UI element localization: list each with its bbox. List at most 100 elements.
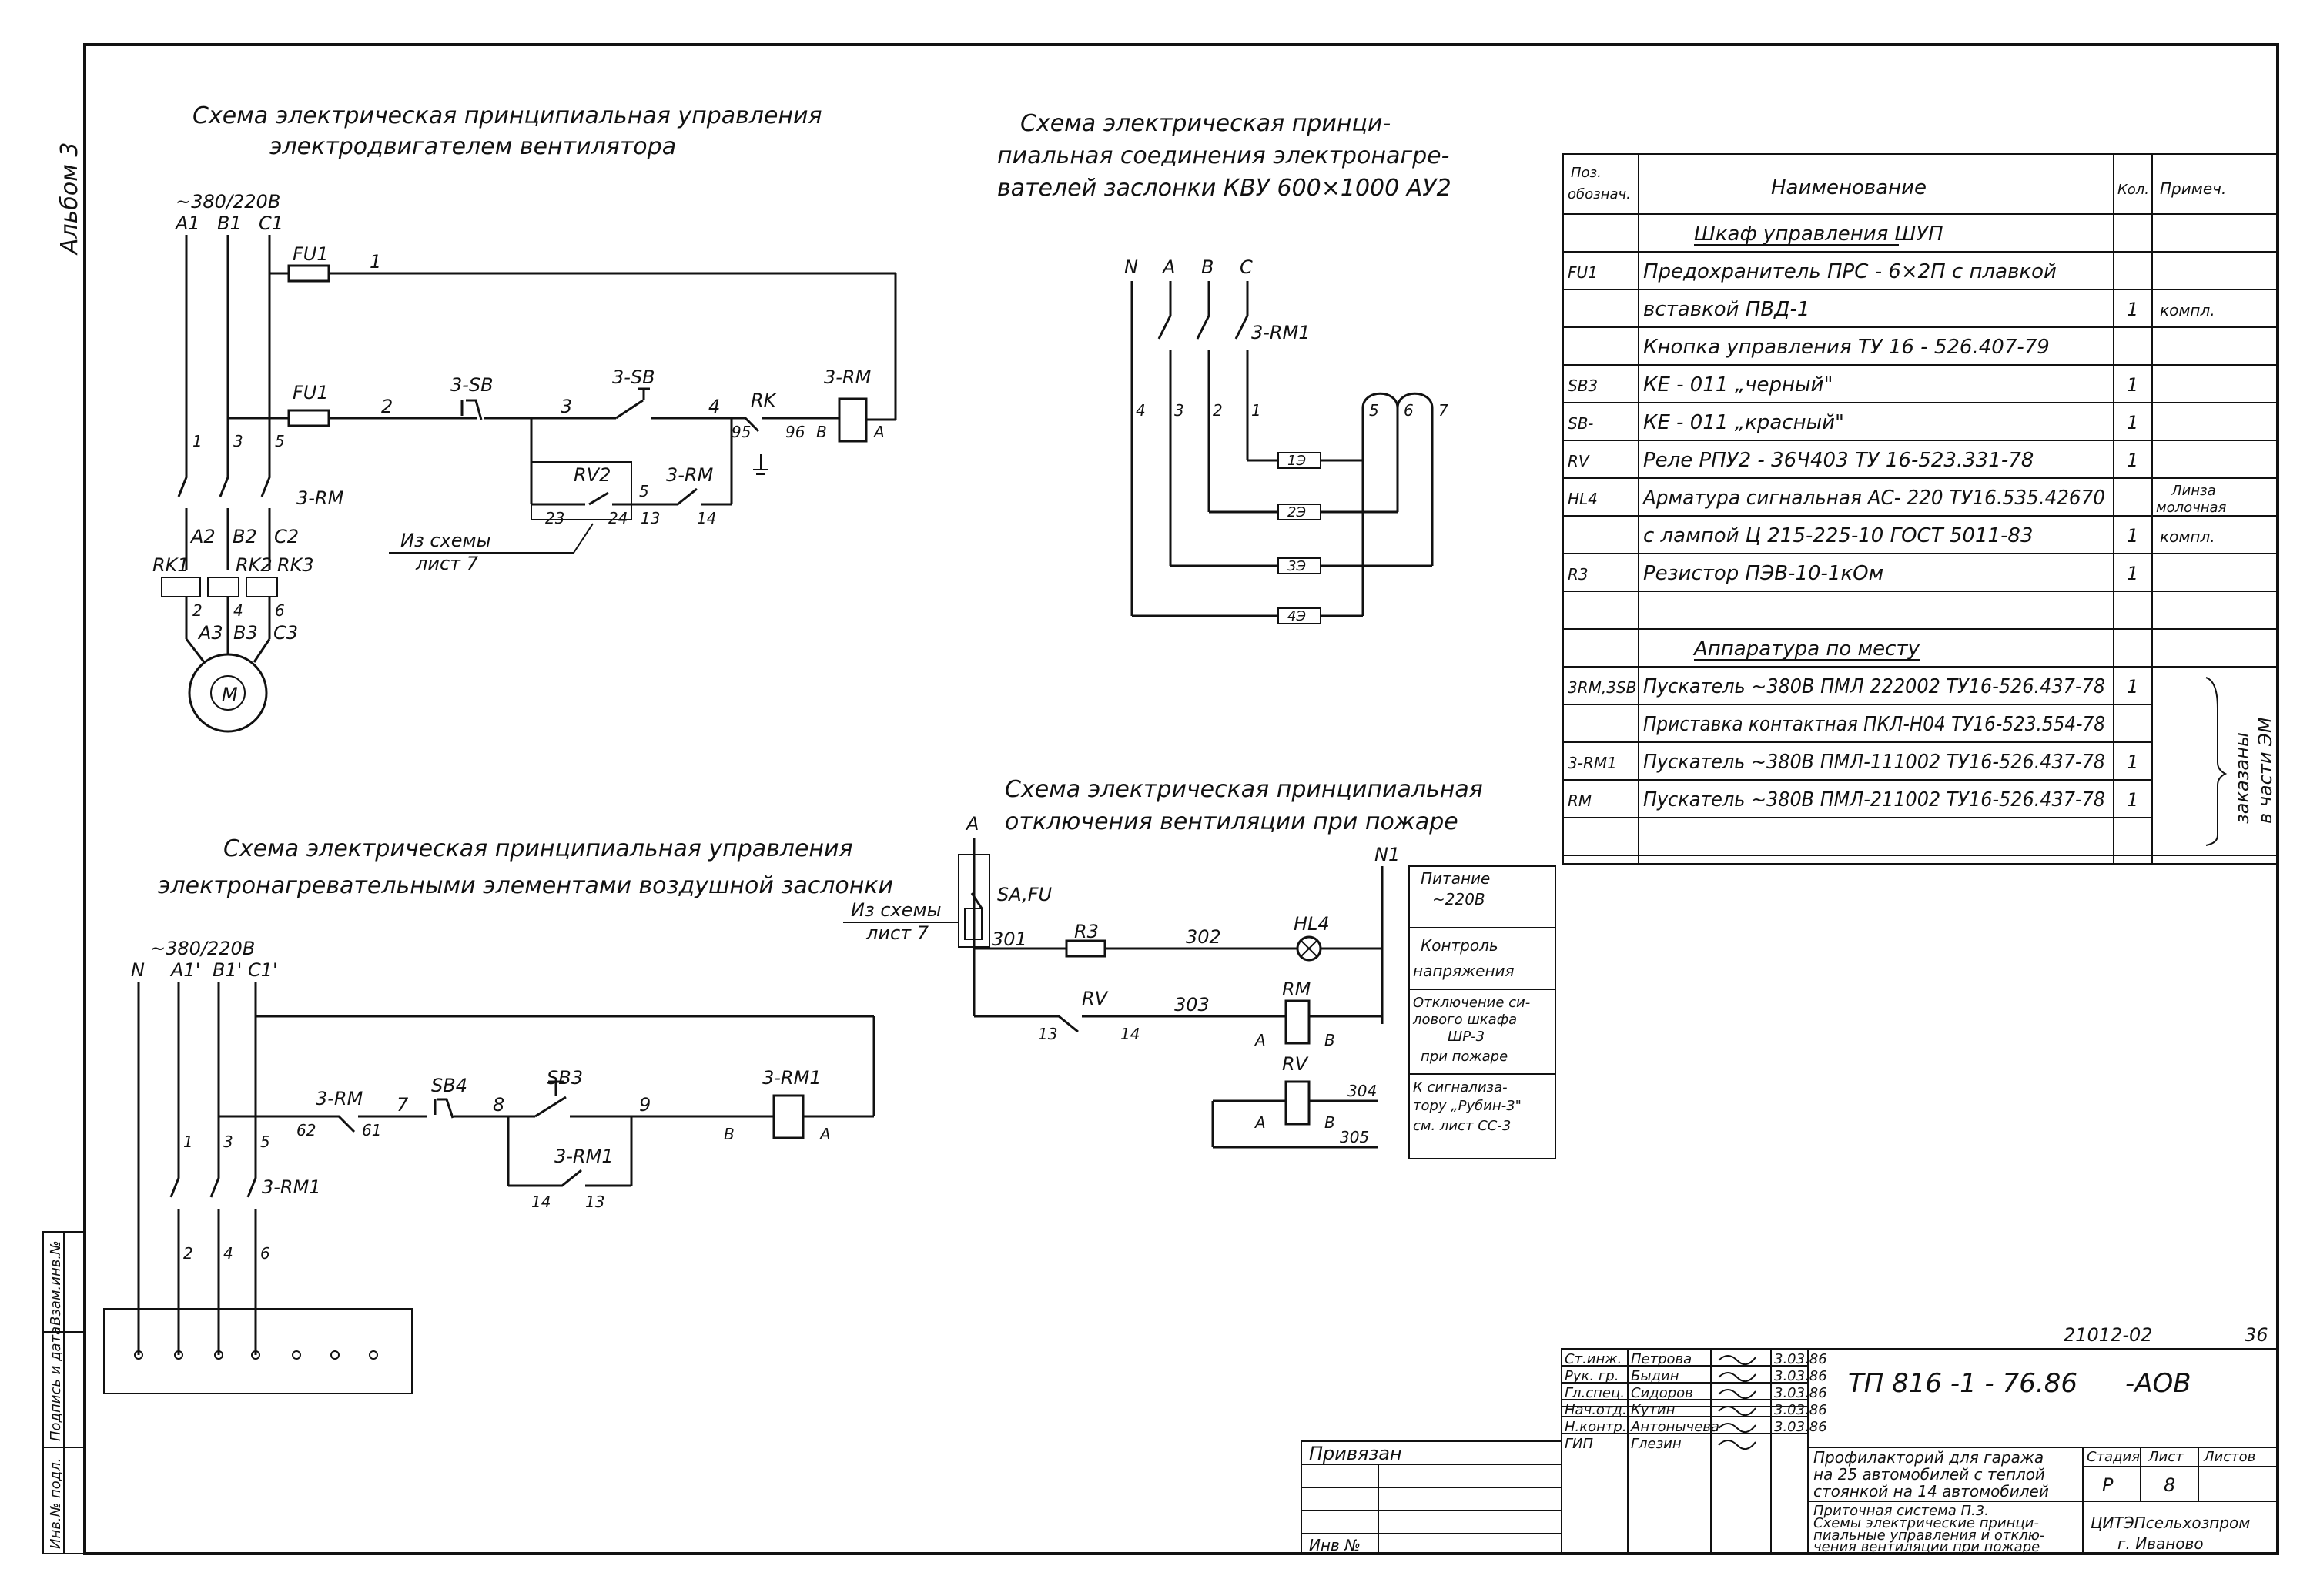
svg-text:1: 1 <box>192 432 203 450</box>
spec-qty: 1 <box>2127 450 2138 471</box>
svg-text:4Э: 4Э <box>1287 608 1306 624</box>
tb-name: Антонычева <box>1630 1419 1719 1435</box>
svg-text:R3: R3 <box>1074 921 1099 942</box>
svg-text:2: 2 <box>183 1244 193 1263</box>
svg-text:3-RM1: 3-RM1 <box>554 1146 614 1167</box>
fire-notes-box <box>1408 865 1556 1159</box>
svg-text:К сигнализа-: К сигнализа- <box>1413 1079 1508 1096</box>
tb-role: Нач.отд. <box>1565 1402 1627 1418</box>
svg-text:SB4: SB4 <box>431 1075 467 1096</box>
svg-text:A: A <box>872 423 885 441</box>
tb-name: Быдин <box>1631 1368 1679 1384</box>
svg-text:Схема электрическая принци: Схема электрическая принци- <box>1020 110 1391 137</box>
svg-text:Инв.№ подл.: Инв.№ подл. <box>48 1458 64 1549</box>
svg-text:36: 36 <box>2245 1324 2268 1346</box>
svg-text:обознач.: обознач. <box>1568 186 1631 202</box>
svg-text:RK3: RK3 <box>277 554 314 576</box>
svg-text:5: 5 <box>260 1133 270 1151</box>
svg-text:Схема электрическая принци: Схема электрическая принципиальная управ… <box>223 835 853 862</box>
svg-text:Из схемы: Из схемы <box>851 899 942 921</box>
spec-row: Кнопка управления ТУ 16 - 526.407-79 <box>1563 336 2278 366</box>
svg-text:3-RM1: 3-RM1 <box>1251 322 1311 343</box>
svg-text:Профилакторий для гаража: Профилакторий для гаража <box>1813 1448 2044 1467</box>
spec-pos: 3RM,3SB <box>1568 678 1636 697</box>
svg-text:5: 5 <box>275 432 285 450</box>
svg-text:9: 9 <box>639 1094 651 1116</box>
spec-qty: 1 <box>2127 563 2138 584</box>
svg-text:A: A <box>1254 1031 1266 1049</box>
svg-text:3-RM: 3-RM <box>316 1088 363 1109</box>
svg-text:в части ЭМ: в части ЭМ <box>2255 717 2276 824</box>
svg-text:A1': A1' <box>169 959 200 981</box>
svg-text:4: 4 <box>233 601 243 620</box>
svg-text:2: 2 <box>381 396 393 417</box>
svg-text:302: 302 <box>1186 926 1221 948</box>
svg-text:лист 7: лист 7 <box>415 553 479 574</box>
svg-text:5: 5 <box>1369 401 1379 420</box>
svg-text:2: 2 <box>192 601 203 620</box>
svg-text:2: 2 <box>1213 401 1223 420</box>
svg-text:2Э: 2Э <box>1287 504 1306 520</box>
spec-note: компл. <box>2160 301 2215 320</box>
svg-text:отключения вентиляции при пож: отключения вентиляции при пожаре <box>1005 808 1458 835</box>
svg-text:RV: RV <box>1082 988 1109 1009</box>
spec-pos: RM <box>1568 791 1592 810</box>
svg-text:14: 14 <box>531 1193 551 1211</box>
svg-text:C1': C1' <box>248 959 278 981</box>
svg-text:тору „Рубин-3": тору „Рубин-3" <box>1413 1098 1522 1114</box>
svg-text:Р: Р <box>2102 1474 2114 1496</box>
svg-text:Лист: Лист <box>2148 1449 2184 1465</box>
svg-text:B2: B2 <box>233 526 257 547</box>
svg-text:RK2: RK2 <box>236 554 273 576</box>
svg-text:1: 1 <box>1251 401 1261 420</box>
signature <box>1718 1372 1756 1383</box>
svg-text:4: 4 <box>1136 401 1146 420</box>
svg-text:B1: B1 <box>217 212 242 234</box>
svg-text:23: 23 <box>545 509 564 527</box>
svg-text:пиальные управления и отклю-: пиальные управления и отклю- <box>1813 1527 2044 1544</box>
svg-text:14: 14 <box>697 509 716 527</box>
svg-text:Стадия: Стадия <box>2087 1449 2140 1465</box>
svg-text:ШР-3: ШР-3 <box>1448 1029 1485 1045</box>
svg-text:Привязан: Привязан <box>1309 1443 1402 1464</box>
svg-text:3: 3 <box>233 432 243 450</box>
svg-text:8: 8 <box>2164 1474 2175 1496</box>
svg-text:24: 24 <box>608 509 628 527</box>
svg-text:A: A <box>965 813 979 835</box>
svg-text:3-RM: 3-RM <box>666 464 714 486</box>
spec-name: Шкаф управления ШУП <box>1694 223 1943 246</box>
svg-text:~380/220В: ~380/220В <box>150 938 255 959</box>
spec-name: Реле РПУ2 - 36Ч403 ТУ 16-523.331-78 <box>1643 449 2034 472</box>
svg-text:7: 7 <box>1438 401 1448 420</box>
svg-text:A: A <box>1254 1113 1266 1132</box>
svg-text:HL4: HL4 <box>1294 913 1330 935</box>
spec-pos: 3-RM1 <box>1568 754 1617 772</box>
spec-table: Поз. обознач. Наименование Кол. Примеч. … <box>1562 153 2278 865</box>
svg-text:13: 13 <box>641 509 660 527</box>
svg-text:3-RM: 3-RM <box>296 487 344 509</box>
svg-text:электронагревательными элемен: электронагревательными элементами воздуш… <box>158 872 893 899</box>
tb-role: Гл.спец. <box>1565 1385 1625 1401</box>
tb-date: 3.03.86 <box>1774 1402 1827 1418</box>
svg-text:1: 1 <box>183 1133 193 1151</box>
spec-pos: SB- <box>1568 414 1593 433</box>
svg-text:B: B <box>1324 1031 1335 1049</box>
svg-text:FU1: FU1 <box>293 243 329 265</box>
tb-name: Глезин <box>1631 1436 1682 1452</box>
fire-shutdown-scheme: Схема электрическая принципиальная отклю… <box>843 776 1556 1159</box>
spec-name: Приставка контактная ПКЛ-Н04 ТУ16-523.55… <box>1643 713 2105 736</box>
svg-text:303: 303 <box>1174 994 1210 1015</box>
svg-text:Примеч.: Примеч. <box>2160 179 2226 198</box>
spec-name: Арматура сигнальная АС- 220 ТУ16.535.426… <box>1642 487 2105 510</box>
svg-text:B: B <box>816 423 827 441</box>
album-label: Альбом 3 <box>56 142 83 256</box>
tb-role: Ст.инж. <box>1565 1351 1622 1367</box>
spec-pos: HL4 <box>1568 490 1598 508</box>
spec-qty: 1 <box>2127 299 2138 320</box>
